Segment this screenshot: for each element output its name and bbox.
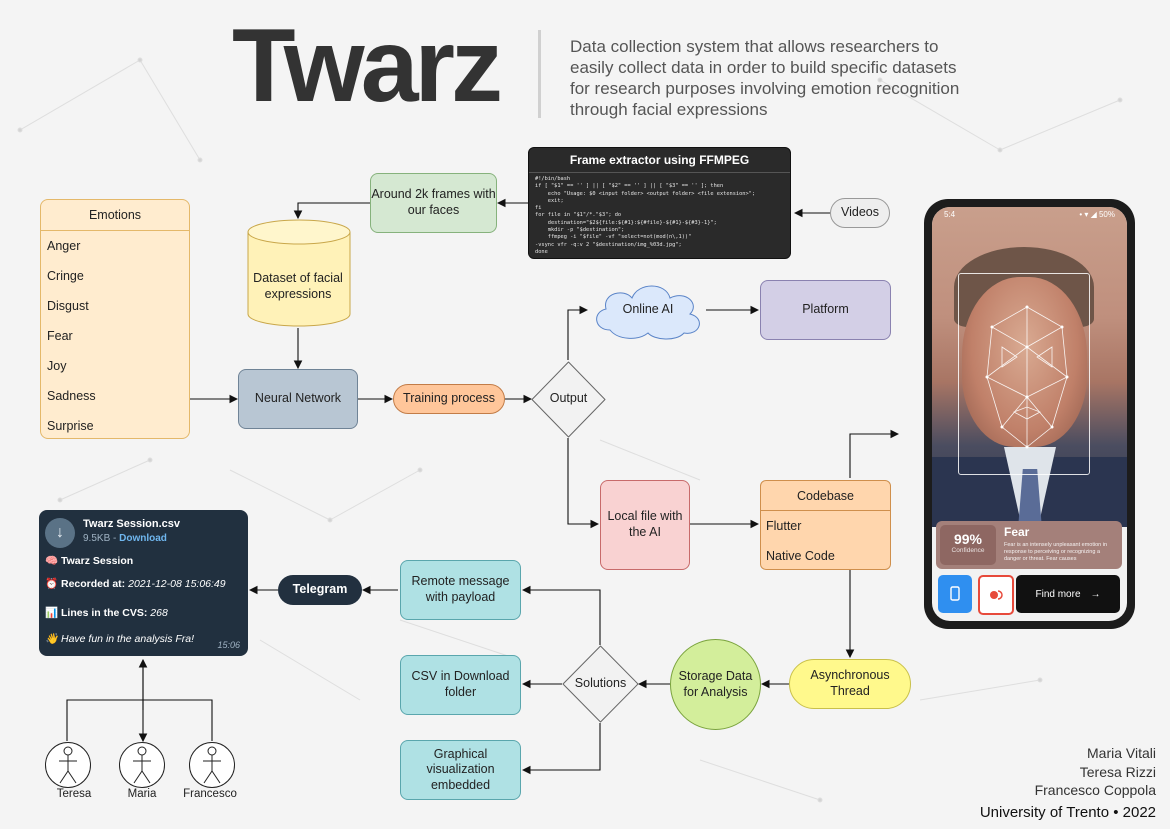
ffmpeg-code-block: Frame extractor using FFMPEG #!/bin/bash… xyxy=(528,147,791,259)
status-icons: • ▾ ◢ 50% xyxy=(1079,210,1115,219)
local-file-node: Local file with the AI xyxy=(600,480,690,570)
videos-node: Videos xyxy=(830,198,890,228)
emotion-name: Fear xyxy=(1004,525,1030,539)
record-icon xyxy=(990,590,1003,600)
status-time: 5:4 xyxy=(944,210,956,219)
confidence-box: 99% Confidence xyxy=(940,525,996,565)
alarm-clock-icon: ⏰ xyxy=(45,578,59,590)
actor-teresa xyxy=(45,742,91,788)
session-line: 🧠 Twarz Session xyxy=(45,554,133,567)
actor-francesco xyxy=(189,742,235,788)
brain-icon: 🧠 xyxy=(45,555,59,567)
codebase-title: Codebase xyxy=(761,481,890,511)
output-node: Output xyxy=(549,391,588,406)
emotions-title: Emotions xyxy=(41,200,189,231)
codebase-item: Native Code xyxy=(766,549,835,563)
phone-mockup: 5:4 • ▾ ◢ 50% 99% Confidence Fear Fear i… xyxy=(924,199,1135,629)
recorded-line: ⏰ Recorded at: 2021-12-08 15:06:49 xyxy=(45,578,235,591)
emotion-item: Anger xyxy=(47,239,81,253)
training-node: Training process xyxy=(393,384,505,414)
face-photo: 5:4 • ▾ ◢ 50% xyxy=(932,207,1127,529)
emotion-item: Disgust xyxy=(47,299,89,313)
actor-label: Francesco xyxy=(183,788,237,800)
lines-line: 📊 Lines in the CVS: 268 xyxy=(45,606,168,619)
waving-hand-icon: 👋 xyxy=(45,633,59,645)
user-icon xyxy=(133,746,151,784)
actor-label: Maria xyxy=(127,788,157,800)
online-ai-cloud-shape xyxy=(596,285,700,340)
find-more-label: Find more xyxy=(1035,588,1081,600)
emotion-description: Fear is an intensely unpleasant emotion … xyxy=(1004,542,1108,562)
emotion-item: Joy xyxy=(47,359,67,373)
lines-label: Lines in the CVS: xyxy=(61,607,148,619)
dataset-node: Dataset of facial expressions xyxy=(253,271,343,301)
confidence-label: Confidence xyxy=(951,547,985,554)
dataset-cylinder-shape xyxy=(247,219,351,327)
emotions-list: Emotions Anger Cringe Disgust Fear Joy S… xyxy=(40,199,190,439)
codebase-item: Flutter xyxy=(766,519,802,533)
solutions-diamond-shape xyxy=(562,645,639,723)
solutions-node: Solutions xyxy=(574,676,627,691)
page-subtitle: Data collection system that allows resea… xyxy=(570,37,960,119)
arrow-right-icon: → xyxy=(1090,588,1101,600)
emotion-item: Sadness xyxy=(47,389,96,403)
storage-node: Storage Data for Analysis xyxy=(670,639,761,730)
download-link[interactable]: Download xyxy=(119,533,167,544)
file-name: Twarz Session.csv xyxy=(83,518,181,530)
user-icon xyxy=(59,746,77,784)
bar-chart-icon: 📊 xyxy=(45,607,59,619)
phone-camera-button[interactable] xyxy=(938,575,972,613)
phone-screen: 5:4 • ▾ ◢ 50% 99% Confidence Fear Fear i… xyxy=(932,207,1127,621)
async-thread-node: Asynchronous Thread xyxy=(789,659,911,709)
neural-network-node: Neural Network xyxy=(238,369,358,429)
record-button[interactable] xyxy=(978,575,1014,615)
university: University of Trento • 2022 xyxy=(979,803,1156,821)
session-name: Twarz Session xyxy=(61,555,134,567)
emotion-result-card: 99% Confidence Fear Fear is an intensely… xyxy=(936,521,1122,569)
find-more-button[interactable]: Find more → xyxy=(1016,575,1120,613)
face-mesh-overlay xyxy=(985,305,1069,449)
message-time: 15:06 xyxy=(217,640,240,650)
author-name: Maria Vitali xyxy=(1087,745,1156,761)
output-diamond-shape xyxy=(531,361,606,438)
file-size-row: 9.5KB - Download xyxy=(83,533,167,544)
platform-node: Platform xyxy=(760,280,891,340)
emotion-item: Surprise xyxy=(47,419,94,433)
lines-value: 268 xyxy=(150,607,168,619)
remote-message-node: Remote message with payload xyxy=(400,560,521,620)
csv-node: CSV in Download folder xyxy=(400,655,521,715)
fun-line: 👋 Have fun in the analysis Fra! xyxy=(45,632,194,645)
ffmpeg-title: Frame extractor using FFMPEG xyxy=(529,148,790,173)
face-shape xyxy=(962,277,1087,447)
frames-node: Around 2k frames with our faces xyxy=(370,173,497,233)
author-name: Teresa Rizzi xyxy=(1079,763,1156,780)
author-name: Francesco Coppola xyxy=(1034,782,1156,798)
telegram-node: Telegram xyxy=(278,575,362,605)
user-icon xyxy=(203,746,221,784)
fun-text: Have fun in the analysis Fra! xyxy=(61,633,195,645)
graphical-node: Graphical visualization embedded xyxy=(400,740,521,800)
page-title: Twarz xyxy=(232,8,503,124)
emotion-item: Fear xyxy=(47,329,73,343)
emotion-item: Cringe xyxy=(47,269,84,283)
confidence-value: 99% xyxy=(953,531,983,547)
recorded-value: 2021-12-08 15:06:49 xyxy=(128,578,226,590)
actor-maria xyxy=(119,742,165,788)
file-size: 9.5KB - xyxy=(83,533,120,544)
status-bar: 5:4 • ▾ ◢ 50% xyxy=(932,207,1127,223)
credits: Maria Vitali Teresa Rizzi Francesco Copp… xyxy=(980,744,1156,822)
face-detection-box xyxy=(958,273,1090,475)
ffmpeg-code: #!/bin/bash if [ "$1" == '' ] || [ "$2" … xyxy=(535,176,756,255)
recorded-label: Recorded at: xyxy=(61,578,126,590)
download-arrow-icon[interactable]: ↓ xyxy=(45,518,75,548)
online-ai-node: Online AI xyxy=(622,302,674,317)
phone-icon xyxy=(950,586,960,601)
codebase-node: Codebase Flutter Native Code xyxy=(760,480,891,570)
telegram-message-card: ↓ Twarz Session.csv 9.5KB - Download 🧠 T… xyxy=(39,510,248,656)
actor-label: Teresa xyxy=(56,788,92,800)
title-divider xyxy=(538,30,541,118)
